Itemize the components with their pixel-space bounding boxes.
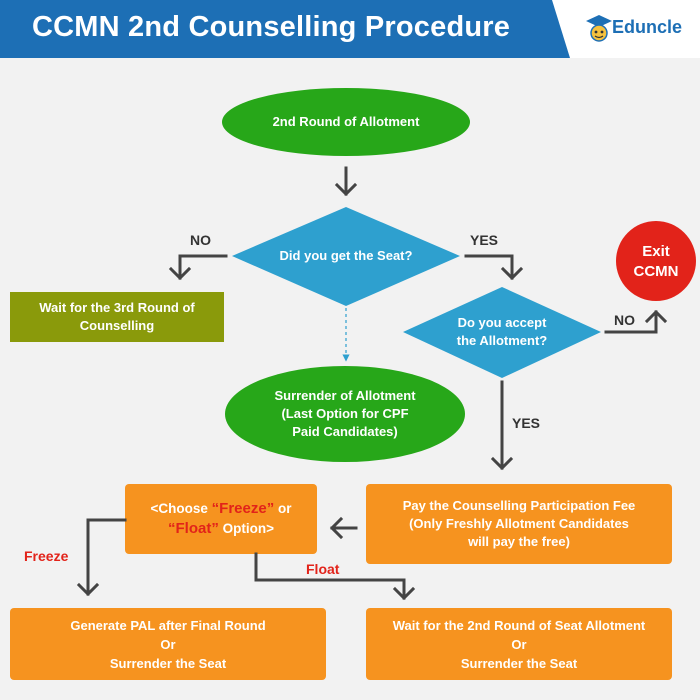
wait3-line2: Counselling	[79, 318, 155, 333]
wait2-line3: Surrender the Seat	[460, 656, 578, 671]
arrow-float-to-wait2	[254, 552, 416, 601]
wait2-line1: Wait for the 2nd Round of Seat Allotment	[392, 618, 646, 633]
pal-line1: Generate PAL after Final Round	[70, 618, 266, 633]
logo-text: Eduncle	[612, 17, 683, 37]
exit-line2: CCMN	[633, 263, 679, 280]
exit-label: Exit CCMN	[616, 242, 696, 282]
pal-line3: Surrender the Seat	[109, 656, 227, 671]
arrow-no-to-exit	[604, 309, 668, 334]
wait2-label: Wait for the 2nd Round of Seat Allotment…	[366, 616, 672, 673]
arrow-yes-to-accept	[464, 254, 524, 281]
choose-label: <Choose “Freeze” or “Float” Option>	[125, 499, 317, 539]
wait2-line2: Or	[511, 637, 527, 652]
pay-box	[366, 484, 672, 564]
pay-label: Pay the Counselling Participation Fee (O…	[366, 497, 672, 551]
edge-freeze: Freeze	[24, 548, 69, 564]
get-seat-label: Did you get the Seat?	[279, 248, 413, 263]
accept-diamond	[403, 287, 601, 378]
get-seat-diamond	[232, 207, 460, 306]
pay-line1: Pay the Counselling Participation Fee	[402, 498, 636, 513]
page-title: CCMN 2nd Counselling Procedure	[32, 11, 511, 43]
arrow-round2-to-seat	[334, 166, 358, 197]
arrow-yes-to-pay	[490, 380, 514, 471]
edge-float: Float	[306, 561, 340, 577]
accept-line2: the Allotment?	[456, 333, 548, 348]
surrender-line3: Paid Candidates)	[292, 424, 398, 439]
surrender-line2: (Last Option for CPF	[281, 406, 409, 421]
edge-yes-accept: YES	[512, 415, 541, 431]
arrow-pay-to-choose	[329, 516, 358, 540]
accept-line1: Do you accept	[457, 315, 547, 330]
accept-label: Do you accept the Allotment?	[410, 314, 594, 350]
choose-freeze: “Freeze”	[211, 500, 275, 517]
wait3-line1: Wait for the 3rd Round of	[39, 300, 195, 315]
exit-line1: Exit	[642, 243, 670, 260]
logo-fold	[552, 0, 570, 58]
choose-suffix: Option>	[218, 521, 274, 536]
pal-label: Generate PAL after Final Round Or Surren…	[10, 616, 326, 673]
edge-yes-seat: YES	[470, 232, 499, 248]
choose-or: or	[274, 501, 292, 516]
choose-float: “Float”	[168, 520, 219, 537]
edge-no-accept: NO	[614, 312, 635, 328]
choose-prefix: <Choose	[150, 501, 212, 516]
round2-label: 2nd Round of Allotment	[272, 114, 420, 129]
pay-line3: will pay the free)	[468, 534, 570, 549]
surrender-line1: Surrender of Allotment	[274, 388, 416, 403]
arrow-freeze-to-pal	[76, 518, 127, 597]
arrow-no-to-wait3	[168, 254, 228, 281]
graduate-icon	[586, 15, 612, 42]
surrender-ellipse	[225, 366, 465, 462]
round2-ellipse	[222, 88, 470, 156]
wait3-box	[10, 292, 224, 342]
wait3-label: Wait for the 3rd Round of Counselling	[10, 299, 224, 335]
wait2-box	[366, 608, 672, 680]
surrender-label: Surrender of Allotment (Last Option for …	[225, 387, 465, 441]
pal-box	[10, 608, 326, 680]
pal-line2: Or	[160, 637, 176, 652]
edge-no-seat: NO	[190, 232, 211, 248]
pay-line2: (Only Freshly Allotment Candidates	[409, 516, 629, 531]
exit-circle	[616, 221, 696, 301]
choose-box	[125, 484, 317, 554]
